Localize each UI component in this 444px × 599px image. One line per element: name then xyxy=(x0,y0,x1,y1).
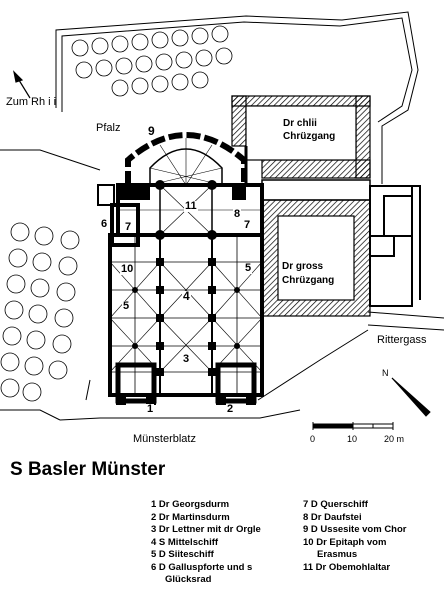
scale-tick-0: 0 xyxy=(310,434,316,444)
label-muensterplatz: Münsterblatz xyxy=(133,433,196,445)
label-zum-rhii: Zum Rh i i xyxy=(6,96,57,108)
plan-number-10: 10 xyxy=(120,263,135,275)
plan-number-9: 9 xyxy=(147,124,156,138)
legend-item: 1 Dr Georgsdurm xyxy=(151,499,230,510)
plan-number-7-right: 7 xyxy=(243,219,252,231)
legend-item: 3 Dr Lettner mit dr Orgle xyxy=(151,524,261,535)
label-pfalz: Pfalz xyxy=(96,122,121,134)
legend-item: 8 Dr Daufstei xyxy=(303,511,362,523)
legend-left: 1 Dr Georgsdurm 2 Dr Martinsdurm 3 Dr Le… xyxy=(151,499,261,587)
legend-item: 5 D Siiteschiff xyxy=(151,549,214,560)
plan-number-7-left: 7 xyxy=(124,221,133,233)
page-title: S Basler Münster xyxy=(10,459,166,480)
legend-item: 11 Dr Obemohlaltar xyxy=(303,561,391,573)
choir-apse xyxy=(125,132,247,186)
scale-tick-10: 10 xyxy=(347,434,358,444)
label-small-cloister-line1: Dr chlii xyxy=(283,118,317,129)
piers xyxy=(132,180,240,376)
plan-number-3: 3 xyxy=(182,353,191,365)
plan-number-8: 8 xyxy=(233,208,242,220)
plan-number-6: 6 xyxy=(100,218,109,230)
label-large-cloister: Dr gross Chrüzgang xyxy=(282,260,334,288)
label-large-cloister-line1: Dr gross xyxy=(282,261,324,272)
legend-item: Erasmus xyxy=(317,549,358,560)
scale-bar xyxy=(312,422,394,430)
large-cloister xyxy=(261,199,371,317)
label-north: N xyxy=(382,368,389,378)
legend-item: 4 S Mittelschiff xyxy=(151,536,219,548)
plan-number-5-left: 5 xyxy=(122,300,131,312)
legend-item: 7 D Querschiff xyxy=(303,499,368,510)
plan-number-5-right: 5 xyxy=(244,262,253,274)
legend-item: 9 D Ussesite vom Chor xyxy=(303,524,407,535)
label-rittergass: Rittergass xyxy=(377,334,427,346)
trees xyxy=(0,25,233,402)
label-large-cloister-line2: Chrüzgang xyxy=(282,275,335,286)
legend-item: Glücksrad xyxy=(165,574,212,585)
label-small-cloister: Dr chlii Chrüzgang xyxy=(283,117,335,143)
zum-rhii-arrow xyxy=(13,70,31,99)
legend-item: 6 D Galluspforte und s xyxy=(151,561,253,573)
small-cloister xyxy=(231,95,371,179)
plan-number-4: 4 xyxy=(182,289,191,303)
plan-number-11: 11 xyxy=(184,200,198,212)
cathedral-floor-plan xyxy=(0,11,444,430)
gallus-portal xyxy=(97,184,140,247)
legend-item: 10 Dr Epitaph vom xyxy=(303,536,387,548)
compass xyxy=(391,377,431,417)
plan-number-1: 1 xyxy=(146,403,155,415)
scale-tick-20: 20 m xyxy=(384,434,405,444)
label-small-cloister-line2: Chrüzgang xyxy=(283,131,336,142)
legend-right: 7 D Querschiff 8 Dr Daufstei 9 D Ussesit… xyxy=(303,499,406,574)
towers xyxy=(115,362,257,404)
plan-number-2: 2 xyxy=(226,403,235,415)
boundary-lines xyxy=(0,11,444,421)
nave-walls xyxy=(108,233,264,397)
legend-item: 2 Dr Martinsdurm xyxy=(151,511,230,523)
